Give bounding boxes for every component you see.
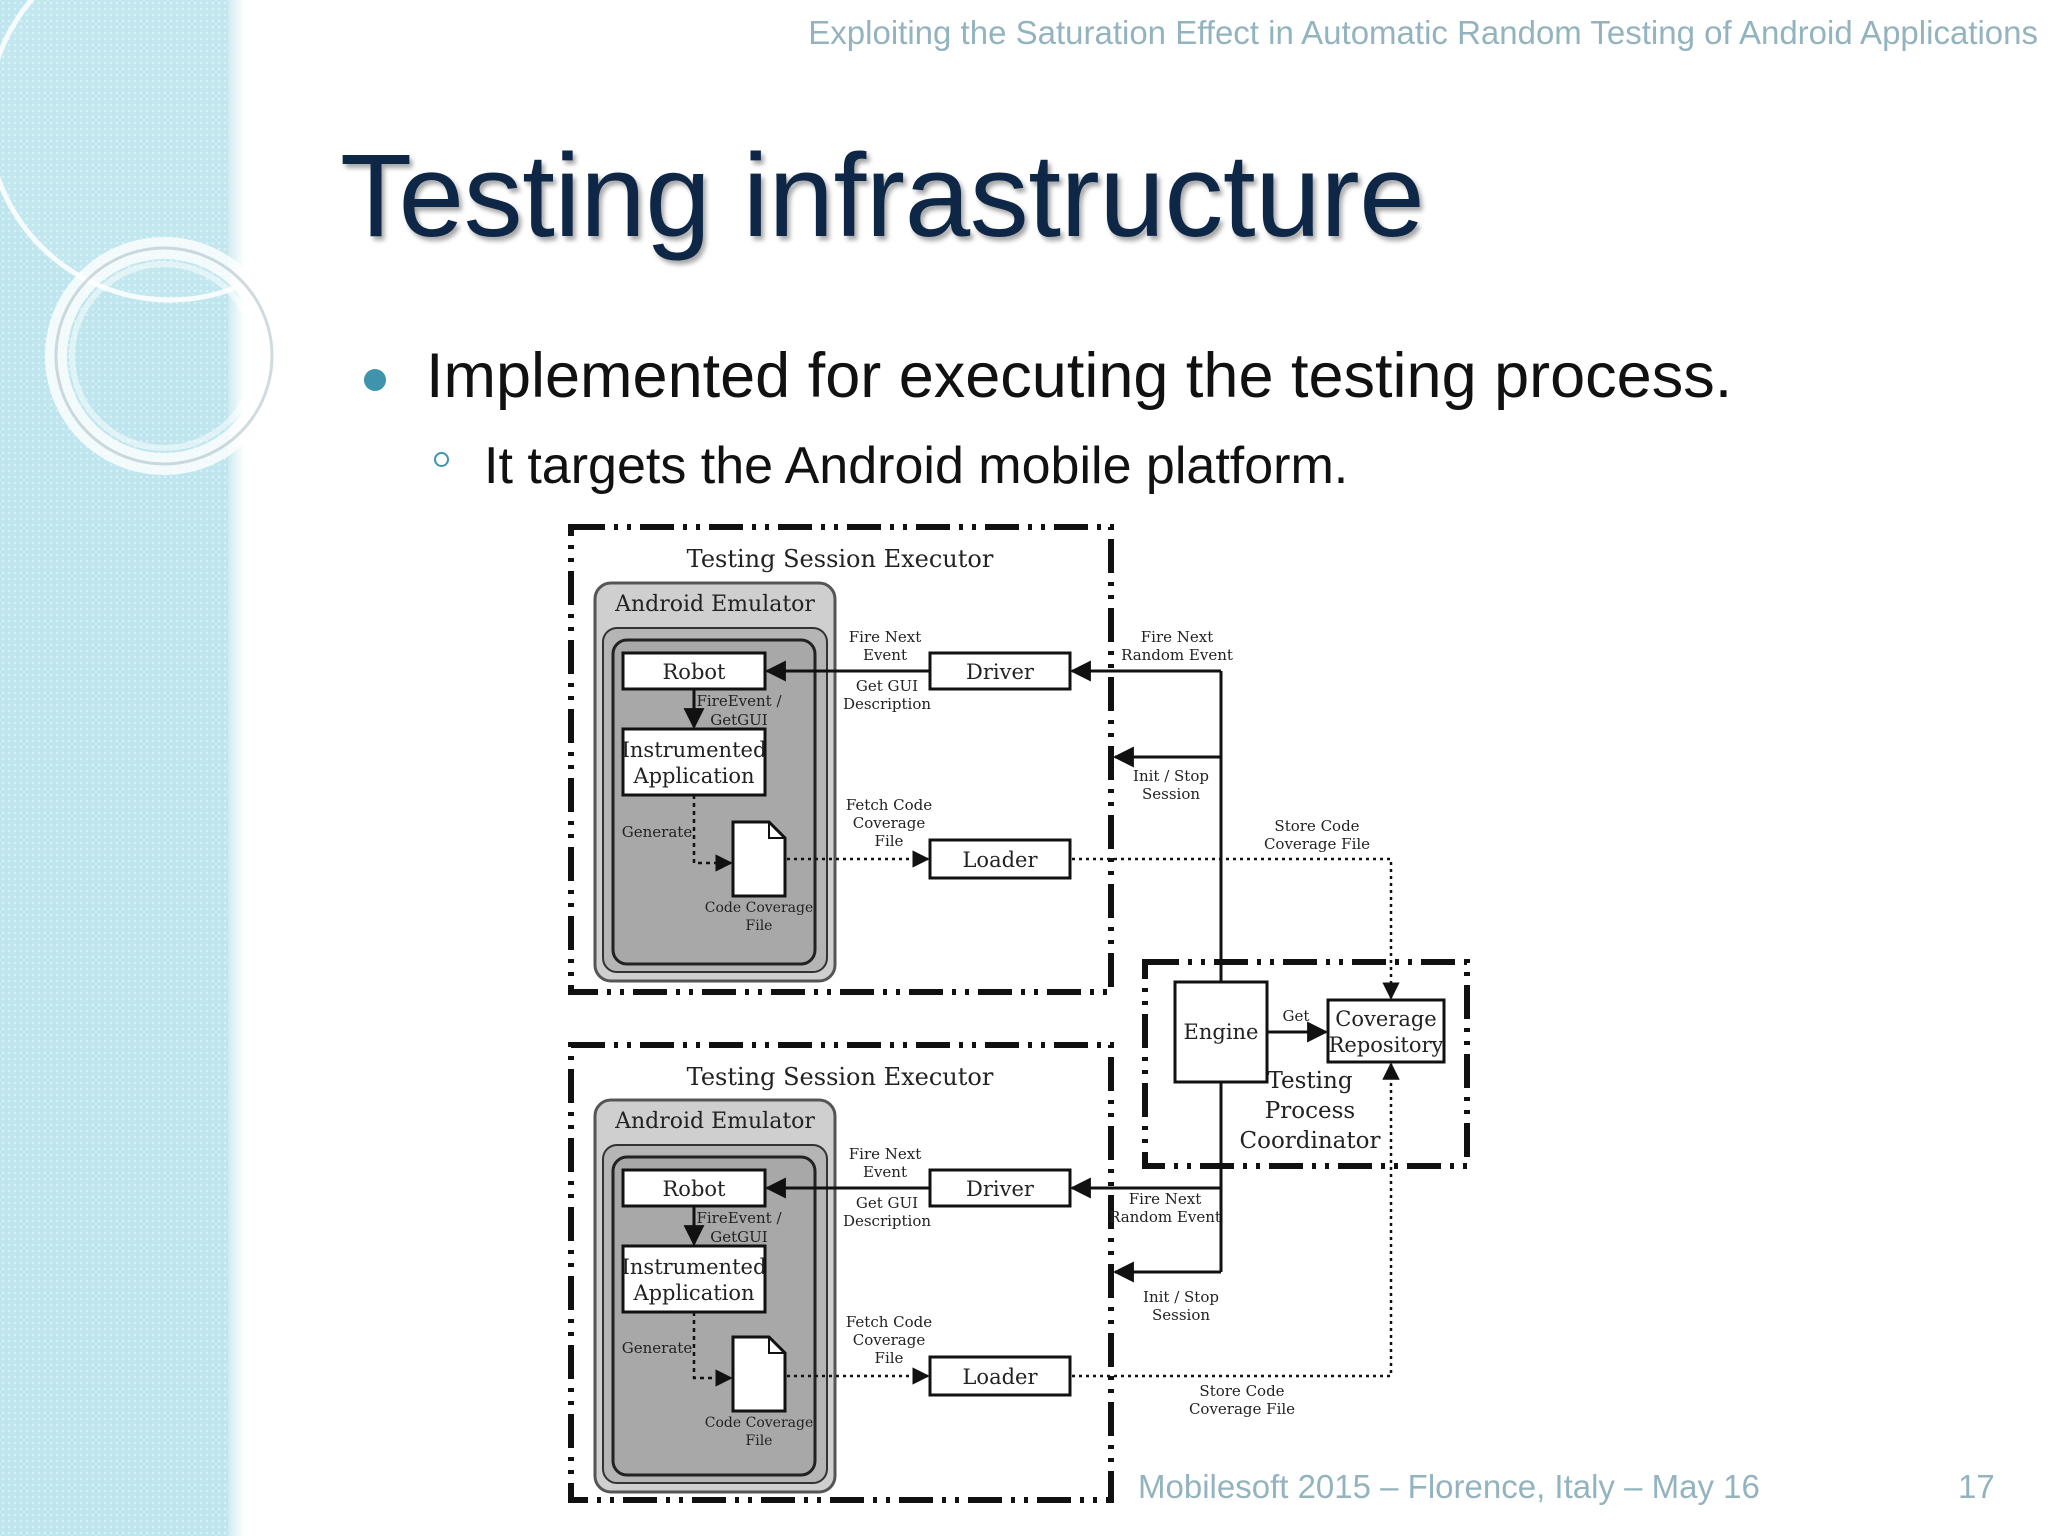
store-coverage-label: Store Code	[1199, 1382, 1284, 1400]
decorative-ring-inner	[69, 261, 259, 451]
get-gui-label: Description	[843, 695, 931, 713]
store-coverage-label: Coverage File	[1264, 835, 1370, 853]
init-stop-label: Init / Stop	[1143, 1288, 1219, 1306]
generate-arrow	[692, 1312, 733, 1387]
side-band-edge	[228, 0, 244, 1536]
fire-get-label: GetGUI	[710, 711, 768, 729]
get-label: Get	[1283, 1007, 1310, 1025]
fire-get-label: FireEvent /	[696, 692, 782, 710]
executor-border	[568, 524, 1114, 995]
init-stop-label: Init / Stop	[1133, 767, 1209, 785]
testing-session-executor-1: Testing Session Executor Android Emulato…	[568, 524, 1370, 995]
generate-arrow	[692, 795, 733, 872]
decorative-ring-outer	[45, 237, 283, 475]
decorative-ring-line	[54, 246, 274, 466]
bullet-text: Implemented for executing the testing pr…	[426, 341, 1733, 411]
fetch-label: File	[875, 832, 904, 850]
repository-label: Repository	[1329, 1033, 1444, 1057]
engine-box	[1173, 980, 1269, 1084]
store-coverage-label: Coverage File	[1189, 1400, 1295, 1418]
bullet-dot-icon	[364, 369, 386, 391]
coordinator-title: Coordinator	[1240, 1128, 1381, 1154]
store-coverage-label: Store Code	[1274, 817, 1359, 835]
executor-border	[568, 1042, 1114, 1503]
fetch-label: Coverage	[853, 1331, 926, 1349]
executor-title: Testing Session Executor	[687, 1063, 994, 1091]
connectors	[1069, 660, 1400, 1378]
emulator-label: Android Emulator	[614, 1109, 815, 1134]
coordinator-title: Process	[1265, 1098, 1355, 1124]
file-label: File	[746, 918, 773, 934]
testing-session-executor-2: Testing Session Executor Android Emulato…	[568, 1042, 1295, 1503]
repository-label: Coverage	[1335, 1007, 1436, 1031]
robot-box	[621, 651, 767, 691]
executor-title: Testing Session Executor	[687, 545, 994, 573]
fire-next-label: Fire Next	[849, 1145, 922, 1163]
testing-process-coordinator: Engine Get Coverage Repository Testing P…	[1142, 959, 1470, 1169]
fire-next-label: Event	[863, 646, 907, 664]
app-label: Application	[632, 1281, 754, 1305]
instrumented-app-box	[621, 1244, 767, 1314]
loader-label: Loader	[962, 848, 1038, 872]
driver-label: Driver	[966, 660, 1035, 684]
loader-box	[928, 1355, 1072, 1397]
decorative-circle-large	[0, 0, 355, 303]
slide-title: Testing infrastructure	[340, 130, 1425, 262]
random-event-label: Random Event	[1121, 646, 1233, 664]
fire-next-label: Event	[863, 1163, 907, 1181]
presentation-title: Exploiting the Saturation Effect in Auto…	[808, 14, 2038, 51]
init-stop-label: Session	[1152, 1306, 1210, 1324]
coordinator-title: Testing	[1267, 1068, 1352, 1094]
get-gui-label: Get GUI	[856, 1194, 918, 1212]
fetch-label: Fetch Code	[846, 1313, 932, 1331]
architecture-diagram: Testing Session Executor Android Emulato…	[568, 524, 1470, 1503]
fire-get-label: FireEvent /	[696, 1209, 782, 1227]
coordinator-border	[1142, 959, 1470, 1169]
random-event-label: Fire Next	[1141, 628, 1214, 646]
engine-label: Engine	[1184, 1020, 1259, 1044]
generate-label: Generate	[622, 1339, 693, 1357]
footer-text: Mobilesoft 2015 – Florence, Italy – May …	[1138, 1468, 1760, 1505]
sub-bullet-text: It targets the Android mobile platform.	[484, 437, 1349, 495]
document-fold	[768, 822, 785, 839]
coverage-repository-box	[1326, 998, 1446, 1064]
file-label: Code Coverage	[705, 900, 813, 916]
get-gui-label: Get GUI	[856, 677, 918, 695]
page-number: 17	[1958, 1468, 1995, 1505]
store-coverage-arrow-1	[1072, 857, 1400, 1000]
loader-label: Loader	[962, 1365, 1038, 1389]
robot-label: Robot	[663, 660, 727, 684]
instrumented-app-box	[621, 727, 767, 797]
driver-label: Driver	[966, 1177, 1035, 1201]
fire-next-label: Fire Next	[849, 628, 922, 646]
get-gui-label: Description	[843, 1212, 931, 1230]
file-label: Code Coverage	[705, 1415, 813, 1431]
robot-label: Robot	[663, 1177, 727, 1201]
document-fold	[768, 1337, 785, 1354]
sub-bullet-circle-icon	[434, 452, 449, 467]
file-label: File	[746, 1433, 773, 1449]
fetch-label: File	[875, 1349, 904, 1367]
random-event-label: Fire Next	[1129, 1190, 1202, 1208]
document-icon	[731, 1335, 787, 1413]
app-label: Instrumented	[622, 738, 767, 762]
loader-box	[928, 838, 1072, 880]
store-coverage-arrow-2	[1072, 1062, 1400, 1378]
fetch-label: Coverage	[853, 814, 926, 832]
generate-label: Generate	[622, 823, 693, 841]
document-icon	[731, 820, 787, 898]
random-event-label: Random Event	[1109, 1208, 1221, 1226]
app-label: Application	[632, 764, 754, 788]
decorative-circles	[0, 0, 355, 475]
init-stop-label: Session	[1142, 785, 1200, 803]
emulator-label: Android Emulator	[614, 592, 815, 617]
fetch-label: Fetch Code	[846, 796, 932, 814]
app-label: Instrumented	[622, 1255, 767, 1279]
fire-get-label: GetGUI	[710, 1228, 768, 1246]
